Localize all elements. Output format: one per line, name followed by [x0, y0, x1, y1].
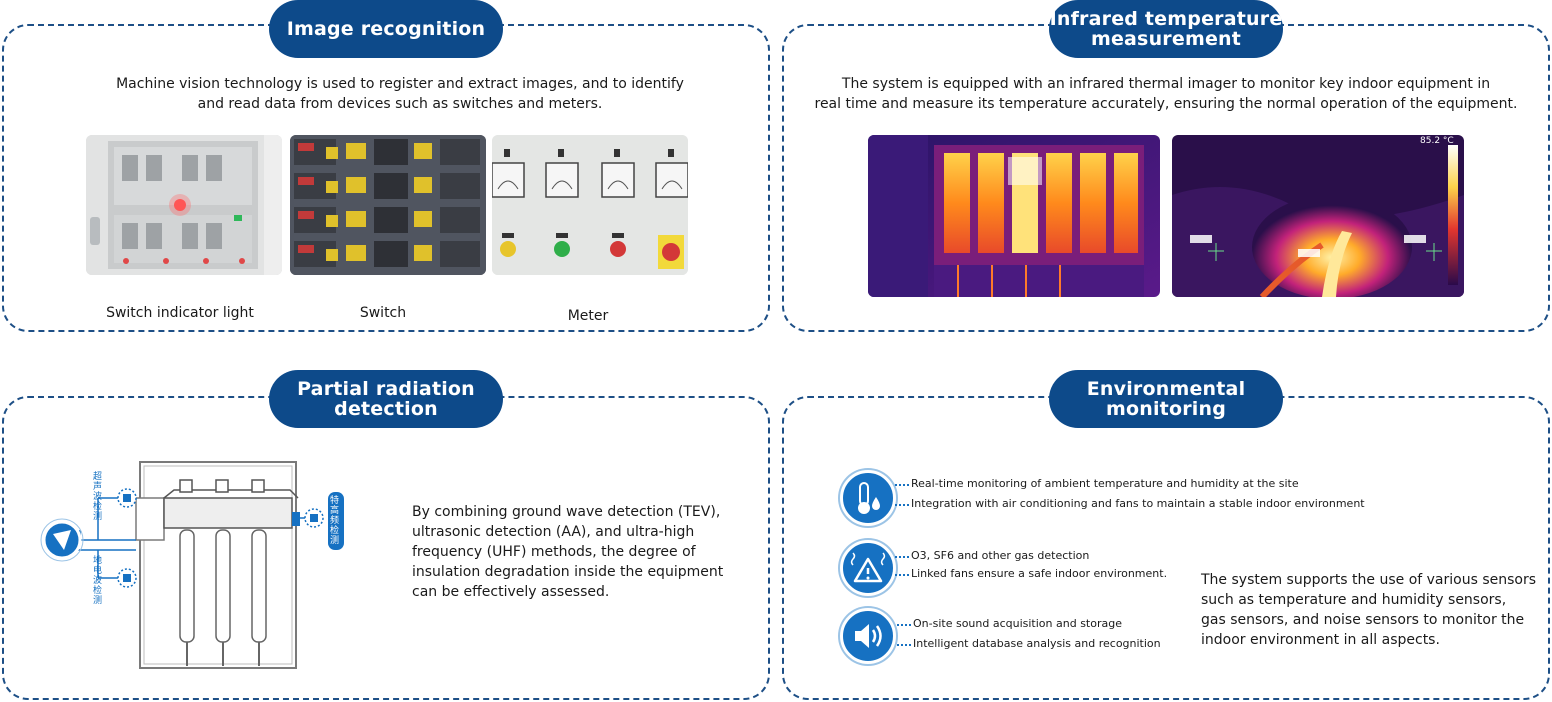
switch-photo — [290, 135, 486, 275]
infrared-title: Infrared temperature measurement — [1049, 0, 1283, 58]
summary-line: such as temperature and humidity sensors… — [1201, 592, 1507, 608]
gas-warning-icon — [840, 540, 896, 596]
thermal-image-cable: 85.2 °C — [1172, 135, 1464, 297]
env-item-line: O3, SF6 and other gas detection — [911, 549, 1090, 562]
connector-dots — [897, 644, 911, 646]
thermometer-icon — [840, 470, 896, 526]
partial-radiation-description: By combining ground wave detection (TEV)… — [412, 502, 732, 602]
caption-switch: Switch — [359, 305, 407, 321]
meter-photo — [492, 135, 688, 275]
switchgear-diagram-svg — [40, 461, 324, 669]
temperature-readout: 85.2 °C — [1420, 136, 1454, 146]
label-uhf: 特高频检测 — [328, 492, 344, 550]
env-item-line: Linked fans ensure a safe indoor environ… — [911, 567, 1168, 580]
label-ultrasonic: 超声波检测 — [93, 472, 103, 522]
connector-dots — [897, 624, 911, 626]
connector-dots — [895, 484, 909, 486]
caption-meter: Meter — [567, 308, 609, 324]
env-item-line: Real-time monitoring of ambient temperat… — [911, 477, 1299, 490]
switch-panel-illustration — [290, 135, 486, 275]
thermal-cable-illustration: 85.2 °C — [1172, 135, 1464, 297]
environmental-title: Environmental monitoring — [1049, 370, 1283, 428]
infrared-description: The system is equipped with an infrared … — [800, 74, 1532, 114]
description-line: insulation degradation inside the equipm… — [412, 564, 724, 580]
switch-indicator-illustration — [86, 135, 282, 275]
description-line: By combining ground wave detection (TEV)… — [412, 504, 721, 520]
environmental-summary: The system supports the use of various s… — [1201, 570, 1541, 650]
environmental-panel — [782, 396, 1550, 700]
thermal-switchgear-illustration — [868, 135, 1160, 297]
label-tev: 地电波检测 — [93, 556, 103, 606]
connector-dots — [895, 556, 909, 558]
partial-radiation-title: Partial radiation detection — [269, 370, 503, 428]
description-line: real time and measure its temperature ac… — [814, 96, 1518, 112]
connector-dots — [895, 574, 909, 576]
env-item-line: Integration with air conditioning and fa… — [911, 497, 1365, 510]
summary-line: gas sensors, and noise sensors to monito… — [1201, 612, 1525, 628]
env-item-line: On-site sound acquisition and storage — [913, 617, 1122, 630]
description-line: Machine vision technology is used to reg… — [116, 76, 684, 92]
switchgear-diagram: 超声波检测 地电波检测 特高频检测 — [40, 460, 360, 670]
description-line: can be effectively assessed. — [412, 584, 610, 600]
description-line: The system is equipped with an infrared … — [841, 76, 1491, 92]
switch-indicator-light-photo — [86, 135, 282, 275]
description-line: and read data from devices such as switc… — [197, 96, 603, 112]
connector-dots — [895, 504, 909, 506]
caption-switch-indicator-light: Switch indicator light — [106, 305, 254, 321]
summary-line: The system supports the use of various s… — [1201, 572, 1537, 588]
image-recognition-description: Machine vision technology is used to reg… — [60, 74, 740, 114]
speaker-icon — [840, 608, 896, 664]
thermal-image-switchgear — [868, 135, 1160, 297]
summary-line: indoor environment in all aspects. — [1201, 632, 1440, 648]
meter-panel-illustration — [492, 135, 688, 275]
env-item-line: Intelligent database analysis and recogn… — [913, 637, 1161, 650]
image-recognition-title: Image recognition — [269, 0, 503, 58]
description-line: ultrasonic detection (AA), and ultra-hig… — [412, 524, 695, 540]
description-line: frequency (UHF) methods, the degree of — [412, 544, 696, 560]
